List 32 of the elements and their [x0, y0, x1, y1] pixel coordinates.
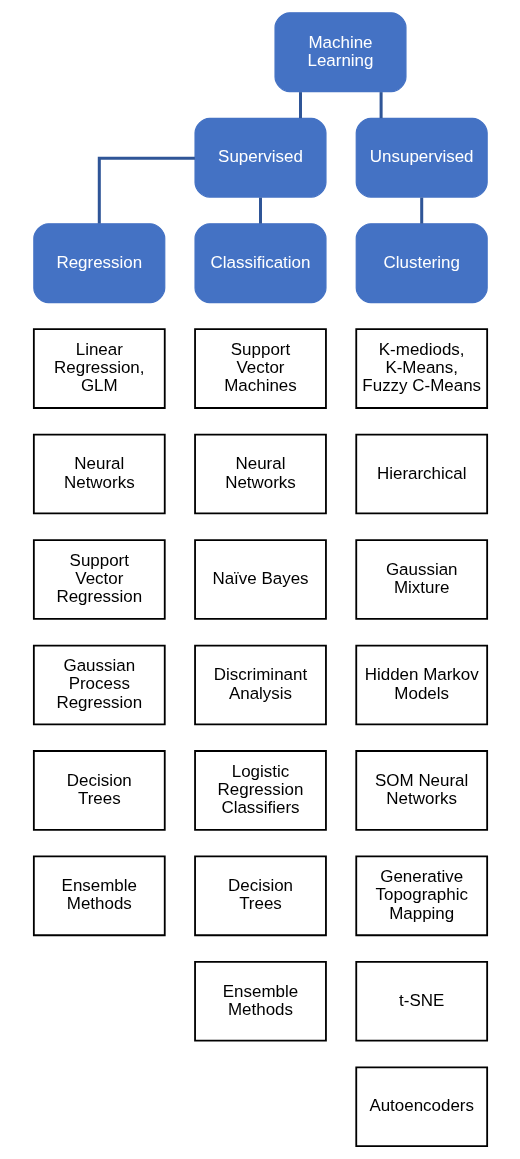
connector [379, 92, 383, 119]
node-box: Logistic Regression Classifiers [193, 750, 327, 831]
node-box: Ensemble Methods [193, 961, 327, 1042]
node-box: Neural Networks [193, 433, 327, 515]
node-box: Supervised [193, 117, 327, 198]
node-box: Hidden Markov Models [354, 644, 488, 726]
node-box: Hierarchical [354, 433, 488, 515]
node-box: SOM Neural Networks [354, 750, 488, 831]
node-box: K-mediods, K-Means, Fuzzy C-Means [354, 328, 488, 409]
node-box: Support Vector Machines [193, 328, 327, 409]
node-box: Linear Regression, GLM [32, 328, 166, 409]
node-box: Regression [32, 223, 165, 304]
node-box: Unsupervised [355, 117, 488, 198]
node-box: Discriminant Analysis [193, 644, 327, 726]
node-box: Autoencoders [354, 1066, 488, 1148]
connector [97, 156, 195, 224]
node-box: Neural Networks [32, 433, 166, 515]
node-box: Decision Trees [193, 855, 327, 937]
node-box: t-SNE [354, 961, 488, 1042]
node-box: Gaussian Mixture [354, 539, 488, 620]
node-box: Generative Topographic Mapping [354, 855, 488, 937]
node-box: Gaussian Process Regression [32, 644, 166, 726]
node-box: Naïve Bayes [193, 539, 327, 620]
connector [419, 197, 423, 224]
node-box: Decision Trees [32, 750, 166, 831]
connector [298, 92, 302, 119]
node-box: Ensemble Methods [32, 855, 166, 937]
node-box: Clustering [355, 223, 488, 304]
connector [258, 197, 262, 224]
node-box: Machine Learning [273, 12, 407, 93]
node-box: Classification [193, 223, 327, 304]
node-box: Support Vector Regression [32, 539, 166, 620]
